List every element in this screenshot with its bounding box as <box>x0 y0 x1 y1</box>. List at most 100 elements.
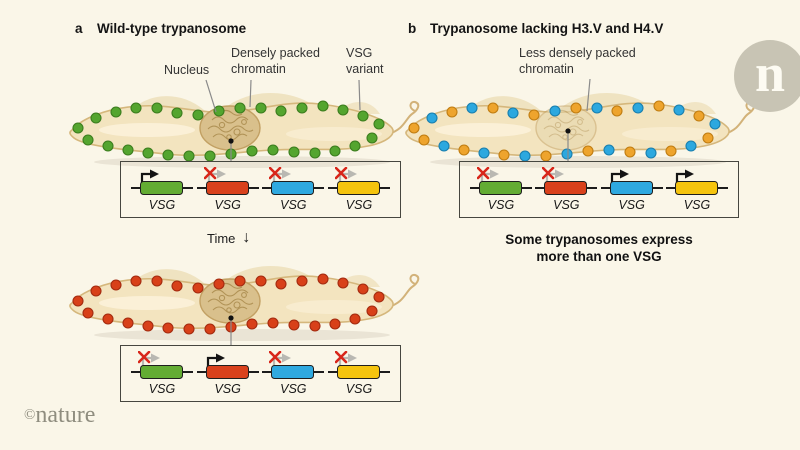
vsg-gene-label: VSG <box>280 198 307 212</box>
vsg-gene-yellow <box>336 365 380 379</box>
trypanosome-cell-mutant <box>405 93 756 168</box>
vsg-coat-dot <box>309 147 321 159</box>
vsg-coat-dot <box>255 275 267 287</box>
inactive-promoter-icon <box>542 167 565 183</box>
annotation-less-densely-packed-chromatin: Less densely packed chromatin <box>519 46 636 76</box>
time-label: Time <box>207 230 236 246</box>
vsg-gene-unit: VSG <box>470 167 532 216</box>
vsg-gene-blue <box>271 365 315 379</box>
vsg-gene-unit: VSG <box>131 167 193 216</box>
nature-logo: n <box>734 40 800 112</box>
copyright-icon: © <box>24 407 36 423</box>
vsg-coat-dot <box>357 283 369 295</box>
vsg-coat-dot <box>288 319 300 331</box>
vsg-gene-label: VSG <box>618 198 645 212</box>
vsg-gene-label: VSG <box>553 198 580 212</box>
vsg-coat-dot <box>296 275 308 287</box>
panel-a-label: a <box>75 21 83 36</box>
inactive-promoter-icon <box>269 351 292 367</box>
vsg-coat-dot <box>204 150 216 162</box>
vsg-coat-dot <box>213 278 225 290</box>
vsg-coat-dot <box>151 102 163 114</box>
vsg-coat-dot <box>275 278 287 290</box>
vsg-coat-dot <box>255 102 267 114</box>
vsg-coat-dot <box>267 144 279 156</box>
gene-box-mutant: VSG VSG VSG VSG <box>459 161 739 218</box>
vsg-coat-dot <box>702 132 714 144</box>
vsg-coat-dot <box>171 107 183 119</box>
vsg-gene-label: VSG <box>214 198 241 212</box>
nature-watermark: ©nature <box>24 402 95 429</box>
vsg-coat-dot <box>72 122 84 134</box>
vsg-coat-dot <box>183 323 195 335</box>
vsg-coat-dot <box>110 279 122 291</box>
vsg-coat-dot <box>337 104 349 116</box>
vsg-coat-dot <box>267 317 279 329</box>
vsg-coat-dot <box>225 321 237 333</box>
vsg-gene-unit: VSG <box>600 167 663 216</box>
vsg-coat-dot <box>162 322 174 334</box>
vsg-gene-label: VSG <box>214 382 241 396</box>
vsg-gene-blue <box>271 181 315 195</box>
vsg-coat-dot <box>142 320 154 332</box>
vsg-gene-label: VSG <box>345 198 373 212</box>
vsg-coat-dot <box>498 149 510 161</box>
vsg-gene-unit: VSG <box>665 167 728 216</box>
vsg-coat-dot <box>458 144 470 156</box>
vsg-gene-unit: VSG <box>131 351 193 400</box>
inactive-promoter-icon <box>334 167 357 183</box>
vsg-coat-dot <box>171 280 183 292</box>
vsg-coat-dot <box>130 275 142 287</box>
vsg-coat-dot <box>296 102 308 114</box>
vsg-gene-label: VSG <box>280 382 307 396</box>
panel-b-title: Trypanosome lacking H3.V and H4.V <box>430 21 664 36</box>
panel-b-caption: Some trypanosomes express more than one … <box>505 232 693 264</box>
vsg-coat-dot <box>366 305 378 317</box>
inactive-promoter-icon <box>269 167 292 183</box>
vsg-coat-dot <box>102 313 114 325</box>
vsg-coat-dot <box>685 140 697 152</box>
vsg-coat-dot <box>632 102 644 114</box>
vsg-coat-dot <box>349 140 361 152</box>
vsg-coat-dot <box>192 282 204 294</box>
vsg-gene-unit: VSG <box>535 167 598 216</box>
vsg-coat-dot <box>653 100 665 112</box>
vsg-coat-dot <box>142 147 154 159</box>
vsg-gene-yellow <box>336 181 380 195</box>
active-promoter-icon <box>610 169 629 183</box>
active-promoter-icon <box>206 353 225 367</box>
vsg-coat-dot <box>130 102 142 114</box>
trypanosome-cell-wildtype-initial <box>69 93 420 168</box>
vsg-coat-dot <box>234 102 246 114</box>
gene-box-wildtype-initial: VSG VSG VSG VSG <box>120 161 401 218</box>
vsg-coat-dot <box>466 102 478 114</box>
watermark-text: nature <box>35 402 96 428</box>
panel-a-title: Wild-type trypanosome <box>97 21 247 36</box>
inactive-promoter-icon <box>203 167 226 183</box>
vsg-coat-dot <box>204 323 216 335</box>
panel-b-label: b <box>408 21 417 36</box>
vsg-coat-dot <box>90 285 102 297</box>
inactive-promoter-icon <box>477 167 499 183</box>
vsg-coat-dot <box>507 107 519 119</box>
vsg-coat-dot <box>561 148 573 160</box>
vsg-gene-unit: VSG <box>262 351 325 400</box>
vsg-coat-dot <box>275 105 287 117</box>
annotation-nucleus: Nucleus <box>164 63 210 77</box>
gene-box-wildtype-later: VSG VSG VSG VSG <box>120 345 401 402</box>
vsg-coat-dot <box>246 318 258 330</box>
vsg-coat-dot <box>582 145 594 157</box>
vsg-coat-dot <box>366 132 378 144</box>
vsg-coat-dot <box>225 148 237 160</box>
vsg-coat-dot <box>357 110 369 122</box>
vsg-coat-dot <box>337 277 349 289</box>
vsg-gene-green <box>140 181 183 195</box>
vsg-coat-dot <box>693 110 705 122</box>
vsg-coat-dot <box>418 134 430 146</box>
vsg-coat-dot <box>478 147 490 159</box>
vsg-coat-dot <box>611 105 623 117</box>
vsg-coat-dot <box>540 150 552 162</box>
vsg-gene-label: VSG <box>148 382 176 396</box>
vsg-coat-dot <box>213 105 225 117</box>
